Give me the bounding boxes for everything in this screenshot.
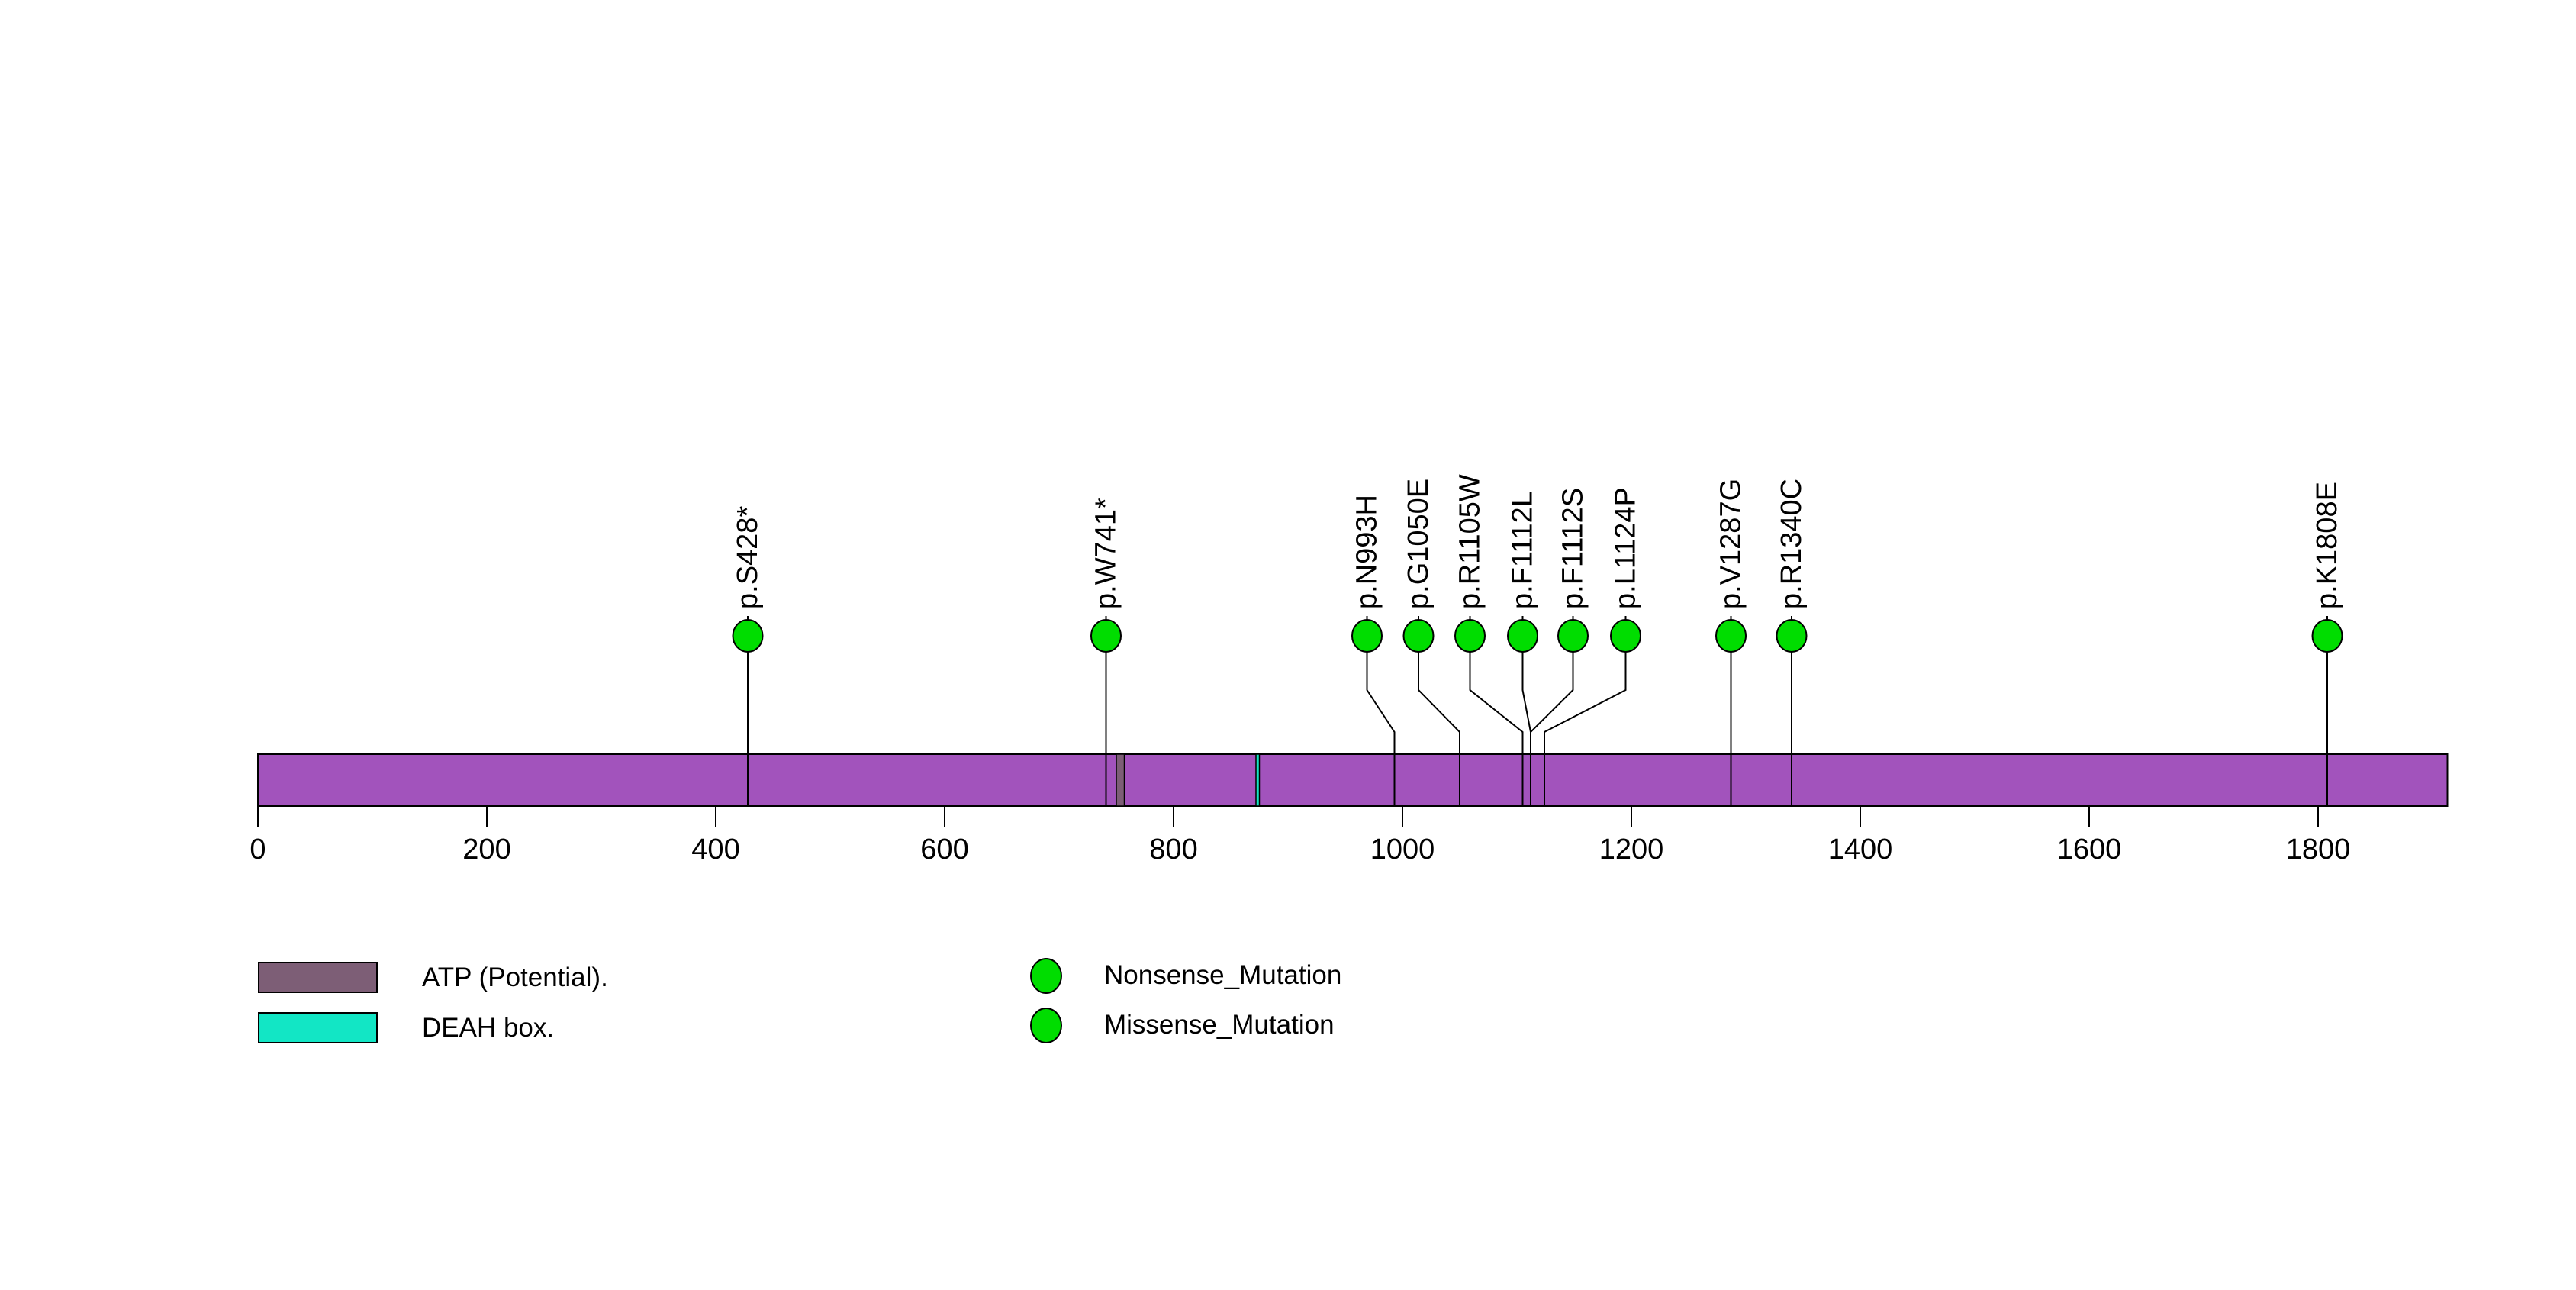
protein-bar bbox=[257, 753, 2449, 807]
legend-swatch-atp-domain bbox=[258, 962, 378, 993]
axis-tick-label: 0 bbox=[250, 834, 266, 866]
mutation-stem bbox=[1366, 651, 1396, 806]
axis-tick-label: 800 bbox=[1149, 834, 1197, 866]
legend-swatch-deah-box bbox=[258, 1012, 378, 1043]
mutation-circle bbox=[1454, 619, 1486, 653]
legend-label-deah-box: DEAH box. bbox=[422, 1013, 555, 1043]
axis-tick-label: 1200 bbox=[1599, 834, 1664, 866]
mutation-circle bbox=[2311, 619, 2343, 653]
mutation-stem bbox=[1418, 651, 1460, 806]
mutation-label: p.G1050E bbox=[1402, 479, 1435, 609]
legend-circle-missense-mutation bbox=[1030, 1008, 1062, 1043]
legend-label-missense-mutation: Missense_Mutation bbox=[1104, 1010, 1335, 1040]
mutation-label: p.V1287G bbox=[1715, 479, 1747, 609]
mutation-label: p.F1112S bbox=[1557, 488, 1589, 609]
mutation-stem bbox=[1544, 651, 1627, 806]
axis-tick-label: 600 bbox=[920, 834, 968, 866]
mutation-circle bbox=[1090, 619, 1122, 653]
mutation-circle bbox=[1557, 619, 1589, 653]
mutation-circle bbox=[1402, 619, 1435, 653]
mutation-circle bbox=[1776, 619, 1808, 653]
legend-label-atp-domain: ATP (Potential). bbox=[422, 963, 608, 992]
mutation-label: p.W741* bbox=[1090, 498, 1122, 609]
axis-tick-label: 1800 bbox=[2286, 834, 2351, 866]
domain-region-atp bbox=[1116, 753, 1125, 807]
mutation-circle bbox=[1715, 619, 1747, 653]
axis-tick-label: 1000 bbox=[1370, 834, 1435, 866]
mutation-circle bbox=[732, 619, 764, 653]
mutation-label: p.R1105W bbox=[1454, 474, 1486, 609]
axis-tick-label: 1600 bbox=[2057, 834, 2122, 866]
mutation-stem bbox=[1530, 651, 1574, 806]
axis-tick-label: 1400 bbox=[1828, 834, 1893, 866]
mutation-label: p.L1124P bbox=[1610, 487, 1642, 609]
legend-circle-nonsense-mutation bbox=[1030, 958, 1062, 994]
mutation-stem bbox=[1469, 651, 1524, 806]
mutation-label: p.F1112L bbox=[1507, 491, 1539, 609]
axis-tick-label: 400 bbox=[691, 834, 739, 866]
legend-label-nonsense-mutation: Nonsense_Mutation bbox=[1104, 960, 1342, 990]
mutation-label: p.R1340C bbox=[1776, 479, 1808, 609]
mutation-label: p.N993H bbox=[1351, 495, 1383, 609]
mutation-circle bbox=[1507, 619, 1538, 653]
mutation-circle bbox=[1610, 619, 1641, 653]
axis-tick-label: 200 bbox=[462, 834, 510, 866]
mutation-circle bbox=[1351, 619, 1383, 653]
domain-region-deah bbox=[1255, 753, 1261, 807]
mutation-label: p.K1808E bbox=[2311, 482, 2343, 609]
mutation-label: p.S428* bbox=[732, 506, 764, 609]
